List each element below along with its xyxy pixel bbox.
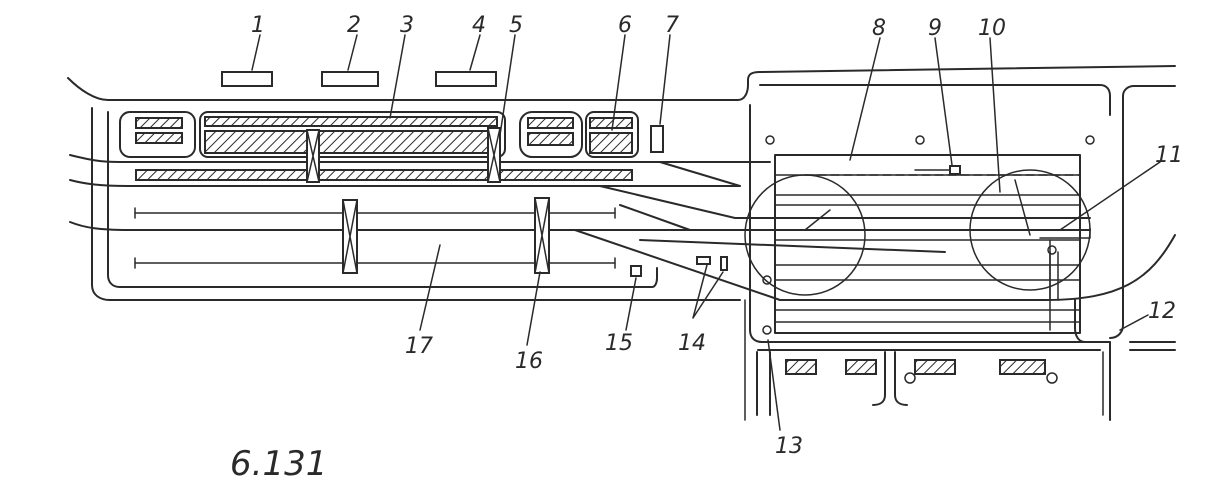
building-7	[650, 125, 664, 153]
callout-12: 12	[1148, 299, 1176, 324]
callout-8: 8	[872, 16, 886, 41]
callout-13: 13	[775, 434, 803, 459]
site-boundary	[67, 65, 1176, 421]
gantry-crane-16	[342, 197, 550, 274]
callout-1: 1	[251, 13, 265, 38]
warehouse-block	[119, 111, 639, 181]
callout-2: 2	[347, 13, 361, 38]
object-14a	[696, 256, 711, 265]
building-1	[221, 71, 273, 87]
callout-14: 14	[678, 331, 706, 356]
callout-15: 15	[605, 331, 633, 356]
building-4	[435, 71, 497, 87]
building-2	[321, 71, 379, 87]
callout-17: 17	[405, 334, 433, 359]
lower-buildings	[785, 359, 1058, 384]
callout-7: 7	[665, 13, 679, 38]
callout-3: 3	[400, 13, 414, 38]
callout-9: 9	[928, 16, 942, 41]
object-14b	[720, 256, 728, 271]
figure-number: 6.131	[230, 444, 327, 483]
crane-9	[949, 165, 961, 175]
callout-5: 5	[509, 13, 523, 38]
container-yard	[744, 135, 1095, 335]
callout-10: 10	[978, 16, 1006, 41]
callout-16: 16	[515, 349, 543, 374]
object-15	[630, 265, 642, 277]
callout-6: 6	[618, 13, 632, 38]
gantry-crane-5	[306, 127, 501, 183]
callout-4: 4	[472, 13, 486, 38]
leader-lines	[251, 34, 1161, 431]
callout-11: 11	[1155, 143, 1183, 168]
callout-labels: 1 2 3 4 5 6 7 8 9 10 11 12 13 14 15 16 1…	[251, 13, 1183, 459]
